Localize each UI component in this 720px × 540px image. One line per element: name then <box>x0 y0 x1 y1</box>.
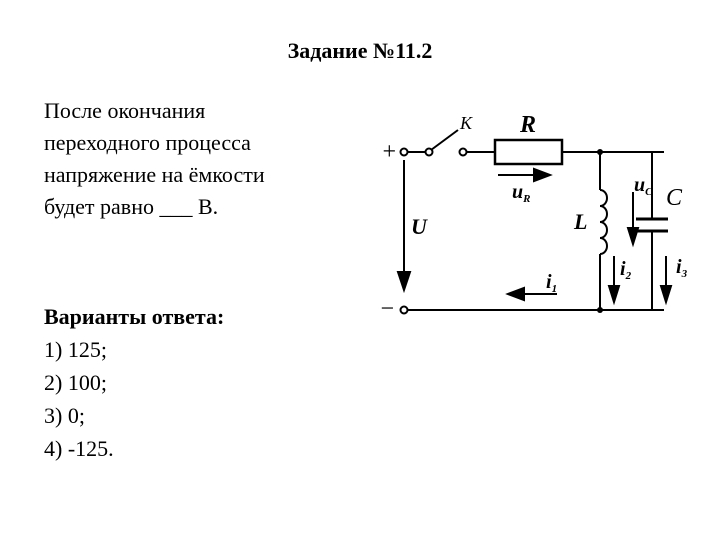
junction-dot <box>597 307 603 313</box>
question-line: напряжение на ёмкости <box>44 162 265 187</box>
voltage-ur-label: uR <box>512 181 530 205</box>
wires <box>407 151 664 311</box>
question-text: После окончания переходного процесса нап… <box>44 95 344 223</box>
capacitor-c <box>636 217 668 233</box>
current-i2-arrow <box>607 256 621 306</box>
inductor-label: L <box>573 209 587 234</box>
minus-label: − <box>379 296 395 322</box>
question-line: переходного процесса <box>44 130 251 155</box>
current-i1-arrow <box>505 286 557 302</box>
terminal-plus <box>399 147 409 157</box>
current-i3-label: i3 <box>676 256 688 280</box>
answer-option-1[interactable]: 1) 125; <box>44 337 107 362</box>
switch-k <box>424 129 468 157</box>
answers-header: Варианты ответа: <box>44 304 225 329</box>
voltage-uc-label: uC <box>634 174 653 198</box>
current-i3-arrow <box>659 256 673 306</box>
answer-option-4[interactable]: 4) -125. <box>44 436 114 461</box>
question-line: После окончания <box>44 98 206 123</box>
current-i1-label: i1 <box>546 271 557 295</box>
capacitor-label: C <box>666 185 683 211</box>
voltage-u-arrow <box>396 160 412 294</box>
voltage-uc-arrow <box>626 192 640 248</box>
task-title: Задание №11.2 <box>287 38 433 63</box>
answer-options: Варианты ответа: 1) 125; 2) 100; 3) 0; 4… <box>44 300 224 465</box>
terminal-minus <box>399 305 409 315</box>
plus-label: + <box>381 139 397 165</box>
inductor-l <box>599 189 608 255</box>
source-label: U <box>411 214 428 239</box>
junction-dot <box>597 149 603 155</box>
question-line: будет равно ___ В. <box>44 194 219 219</box>
resistor-r <box>493 138 564 166</box>
current-i2-label: i2 <box>620 258 632 282</box>
resistor-label: R <box>519 112 536 138</box>
switch-label: К <box>459 113 473 133</box>
answer-option-2[interactable]: 2) 100; <box>44 370 107 395</box>
voltage-ur-arrow <box>498 167 553 183</box>
answer-option-3[interactable]: 3) 0; <box>44 403 85 428</box>
